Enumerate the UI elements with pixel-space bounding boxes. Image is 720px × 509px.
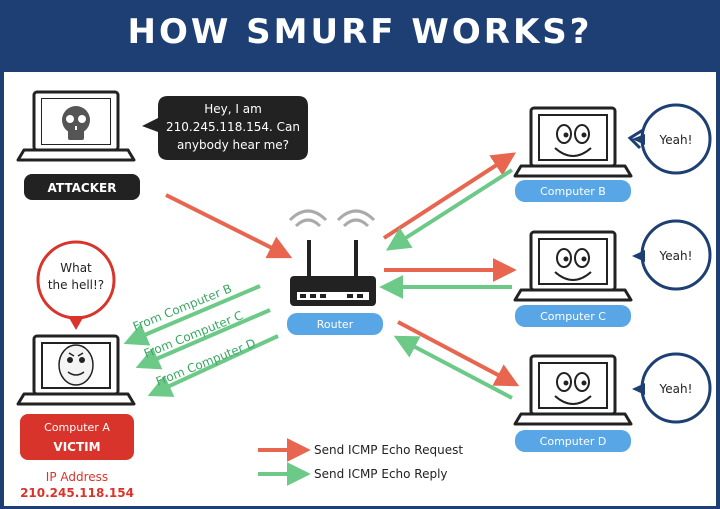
- reply-arrow-b-to-router: [385, 168, 514, 251]
- computer-b-laptop: [513, 106, 633, 178]
- reply-arrow-router-to-a-3: [147, 334, 279, 397]
- wifi-icon-right: [336, 209, 376, 228]
- victim-label-box: Computer A VICTIM: [20, 414, 134, 460]
- computer-c-label: Computer C: [540, 310, 606, 323]
- legend: Send ICMP Echo Request Send ICMP Echo Re…: [258, 438, 463, 486]
- reply-arrow-d-to-router: [393, 335, 513, 400]
- skull-icon: [62, 106, 90, 140]
- reply-arrow-router-to-a-2: [135, 308, 271, 370]
- computer-c-laptop: [513, 230, 633, 302]
- computer-b-label: Computer B: [540, 185, 606, 198]
- request-arrows: [165, 152, 520, 387]
- victim-ip-value: 210.245.118.154: [20, 486, 134, 500]
- computer-d-laptop: [513, 354, 633, 426]
- router-label-tag: Router: [287, 313, 383, 335]
- computer-b-reply: Yeah!: [659, 133, 693, 147]
- page-title: HOW SMURF WORKS?: [127, 12, 593, 52]
- attacker-label-box: ATTACKER: [24, 174, 140, 200]
- victim-exclaim-bubble: What the hell!?: [36, 240, 116, 330]
- router-label: Router: [317, 318, 354, 331]
- computer-d-label: Computer D: [540, 435, 607, 448]
- computer-c-reply-bubble: Yeah!: [632, 219, 712, 291]
- request-arrow-attacker-to-router: [165, 193, 293, 259]
- attacker-speech-line-1: Hey, I am: [204, 102, 262, 116]
- attacker-laptop: [16, 90, 136, 162]
- victim-computer-label: Computer A: [44, 421, 110, 434]
- router-device: [288, 209, 376, 306]
- wifi-icon-left: [288, 209, 328, 228]
- computer-c-label-tag: Computer C: [515, 305, 631, 327]
- legend-request-label: Send ICMP Echo Request: [314, 443, 463, 457]
- reply-arrow-router-to-a-1: [123, 284, 261, 346]
- computer-d-label-tag: Computer D: [515, 430, 631, 452]
- victim-exclaim-line-1: What: [60, 261, 92, 275]
- attacker-speech-line-2: 210.245.118.154. Can: [166, 120, 300, 134]
- attacker-speech-bubble: Hey, I am 210.245.118.154. Can anybody h…: [142, 96, 308, 160]
- request-arrow-router-to-b: [382, 152, 517, 240]
- computer-d-reply: Yeah!: [659, 382, 693, 396]
- request-arrow-router-to-d: [397, 320, 520, 387]
- computer-b-label-tag: Computer B: [515, 180, 631, 202]
- header-bar: HOW SMURF WORKS?: [0, 0, 720, 70]
- attacker-speech-line-3: anybody hear me?: [177, 138, 289, 152]
- legend-reply-label: Send ICMP Echo Reply: [314, 467, 448, 481]
- computer-d-reply-bubble: Yeah!: [632, 352, 712, 424]
- computer-c-reply: Yeah!: [659, 249, 693, 263]
- victim-laptop: [16, 334, 136, 406]
- attacker-label: ATTACKER: [48, 181, 117, 195]
- computer-b-reply-bubble: Yeah!: [627, 103, 712, 175]
- rage-face-icon: [58, 344, 94, 386]
- reply-arrows: [123, 168, 514, 400]
- victim-exclaim-line-2: the hell!?: [48, 278, 104, 292]
- victim-role-label: VICTIM: [53, 440, 100, 454]
- victim-ip-label: IP Address: [46, 470, 108, 484]
